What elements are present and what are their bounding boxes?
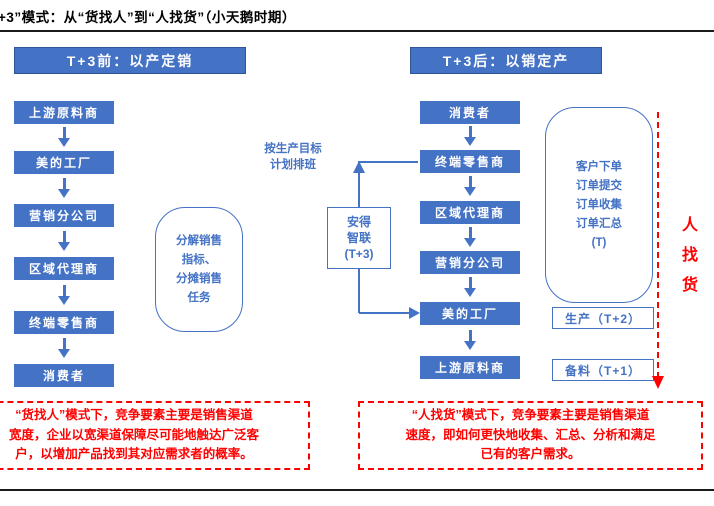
goods-find-people-note: “货找人”模式下，竞争要素主要是销售渠道 宽度，企业以宽渠道保障尽可能地触达广泛… (0, 401, 310, 470)
bubble-line: 订单汇总 (576, 217, 622, 230)
arrow-down-icon (58, 231, 70, 251)
note-line: 速度，即如何更快地收集、汇总、分析和满足 (405, 427, 656, 442)
order-process-bubble: 客户下单 订单提交 订单收集 订单汇总 (T) (545, 107, 653, 303)
bubble-line: 订单收集 (576, 198, 622, 211)
logistics-bottom-connector (358, 269, 420, 319)
arrow-down-icon (464, 126, 476, 146)
bubble-line: 分解销售 (176, 234, 222, 247)
flow-node-regional-agent: 区域代理商 (420, 201, 520, 224)
annto-logistics-box: 安得 智联 (T+3) (327, 207, 391, 269)
logistics-top-connector (353, 161, 418, 207)
bubble-line: 客户下单 (576, 160, 622, 173)
flow-node-midea-factory: 美的工厂 (14, 151, 114, 174)
arrow-down-icon (58, 178, 70, 198)
flow-node-regional-agent: 区域代理商 (14, 257, 114, 280)
production-t2-box: 生产（T+2） (552, 307, 654, 329)
flow-node-consumer: 消费者 (420, 101, 520, 124)
bubble-line: (T) (591, 236, 607, 249)
note-line: 宽度，企业以宽渠道保障尽可能地触达广泛客 (8, 427, 259, 442)
logistics-line: (T+3) (344, 247, 374, 261)
logistics-line: 智联 (346, 231, 371, 245)
bubble-line: 分摊销售 (176, 272, 222, 285)
people-find-goods-note: “人找货”模式下，竞争要素主要是销售渠道 速度，即如何更快地收集、汇总、分析和满… (358, 401, 703, 470)
flow-node-upstream-supplier: 上游原料商 (14, 101, 114, 124)
note-line: 按生产目标 (264, 143, 322, 155)
arrow-down-icon (464, 176, 476, 196)
left-panel-header: T+3前：以产定销 (14, 47, 246, 74)
arrow-down-icon (58, 285, 70, 305)
arrow-down-icon (464, 330, 476, 350)
bubble-line: 订单提交 (576, 179, 622, 192)
arrow-down-icon (58, 338, 70, 358)
top-divider (0, 30, 714, 32)
flow-node-upstream-supplier: 上游原料商 (420, 356, 520, 379)
flow-node-consumer: 消费者 (14, 364, 114, 387)
flow-node-terminal-retailer: 终端零售商 (420, 150, 520, 173)
page-title: “T+3”模式：从“货找人”到“人找货”（小天鹅时期） (0, 10, 296, 25)
flow-node-marketing-branch: 营销分公司 (14, 204, 114, 227)
production-schedule-note: 按生产目标 计划排班 (248, 141, 338, 173)
bottom-divider (0, 489, 714, 491)
note-line: 户，以增加产品找到其对应需求者的概率。 (15, 447, 253, 462)
flow-node-marketing-branch: 营销分公司 (420, 251, 520, 274)
flow-node-terminal-retailer: 终端零售商 (14, 311, 114, 334)
people-find-goods-label: 人找货 (681, 217, 698, 294)
arrow-up-icon (353, 161, 365, 173)
note-line: 已有的客户需求。 (480, 447, 581, 462)
sales-target-bubble: 分解销售 指标、 分摊销售 任务 (155, 207, 243, 332)
note-line: 计划排班 (270, 159, 316, 171)
arrow-down-icon (464, 277, 476, 297)
arrow-down-icon (58, 127, 70, 147)
logistics-line: 安得 (346, 215, 371, 229)
red-dashed-flow-arrow (652, 112, 664, 389)
note-line: “货找人”模式下，竞争要素主要是销售渠道 (15, 408, 253, 423)
flow-node-midea-factory: 美的工厂 (420, 302, 520, 325)
material-t1-box: 备料（T+1） (552, 359, 654, 381)
bubble-line: 任务 (187, 291, 211, 304)
note-line: “人找货”模式下，竞争要素主要是销售渠道 (411, 408, 650, 423)
right-panel-header: T+3后：以销定产 (410, 47, 602, 74)
bubble-line: 指标、 (181, 253, 217, 266)
arrow-right-icon (409, 307, 420, 319)
arrow-down-icon (464, 227, 476, 247)
